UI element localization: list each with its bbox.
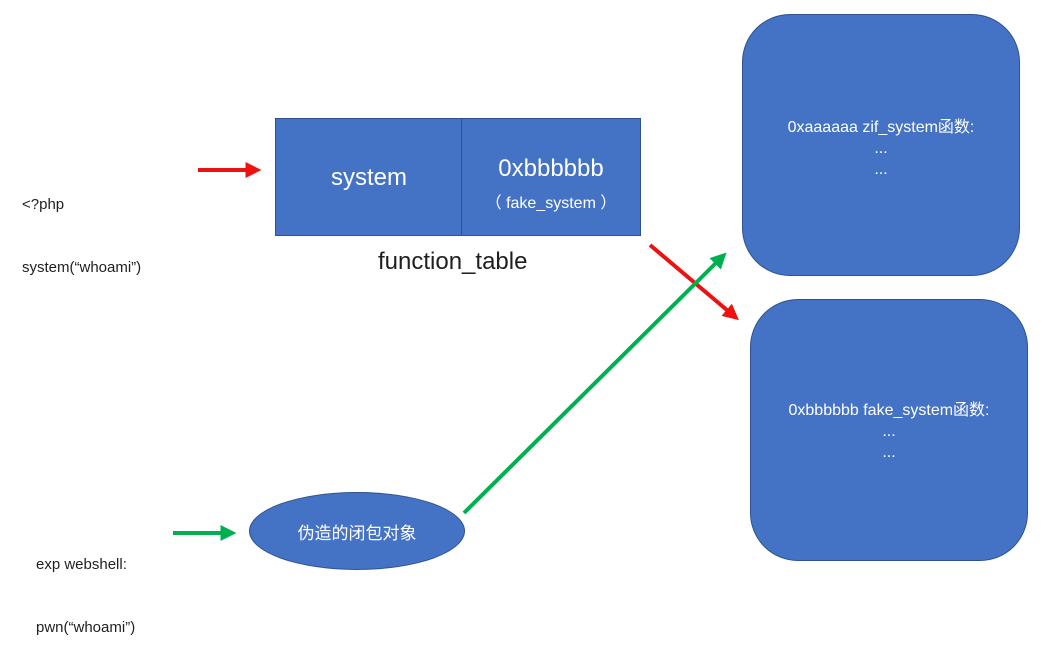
forged-closure-ellipse: 伪造的闭包对象 — [249, 492, 465, 570]
zif-system-box: 0xaaaaaa zif_system函数: ... ... — [742, 14, 1020, 276]
zif-system-title: 0xaaaaaa zif_system函数: — [787, 119, 975, 136]
fake-system-title: 0xbbbbbb fake_system函数: — [788, 402, 990, 419]
exp-webshell-label: exp webshell: — [36, 556, 127, 573]
zif-system-ellipsis-2: ... — [874, 161, 888, 178]
exp-pwn-call: pwn(“whoami”) — [36, 619, 136, 636]
green-arrow-closure-to-zif-system — [462, 252, 727, 515]
php-code: <?php system(“whoami”) — [22, 152, 141, 299]
function-address-note: （ fake_system ） — [485, 195, 617, 212]
function-address: 0xbbbbbb — [498, 155, 604, 182]
function-table-label: function_table — [378, 248, 528, 275]
php-open-tag: <?php — [22, 196, 65, 213]
fake-system-ellipsis-1: ... — [882, 423, 896, 440]
function-table-name-cell: system — [275, 118, 463, 236]
zif-system-ellipsis-1: ... — [874, 140, 888, 157]
function-table-address-cell: 0xbbbbbb （ fake_system ） — [461, 118, 641, 236]
red-arrow-table-to-fake-system — [648, 243, 739, 321]
function-name: system — [330, 164, 407, 191]
fake-system-ellipsis-2: ... — [882, 444, 896, 461]
php-system-call: system(“whoami”) — [22, 259, 142, 276]
fake-system-box: 0xbbbbbb fake_system函数: ... ... — [750, 299, 1028, 561]
forged-closure-label: 伪造的闭包对象 — [297, 523, 417, 544]
arrows-layer — [173, 162, 739, 541]
